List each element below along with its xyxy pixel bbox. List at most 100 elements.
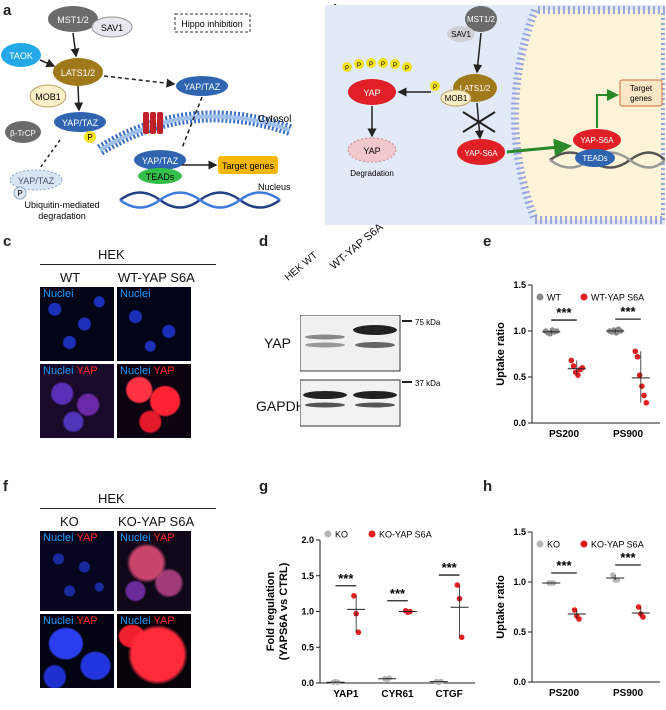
- blot-gapdh-label: GAPDH: [256, 398, 306, 414]
- data-point: [576, 616, 582, 622]
- phospho-label-b7: P: [433, 85, 437, 91]
- yaptaz-label-1: YAP/TAZ: [62, 118, 99, 128]
- significance-label: ***: [556, 558, 572, 573]
- panel-f-cell-label: HEK: [98, 491, 125, 506]
- data-point: [643, 399, 650, 406]
- yap-degraded-label: YAP: [363, 146, 380, 156]
- channel-protein: [143, 112, 163, 134]
- micro-c-wt-merged: Nuclei YAP: [40, 364, 114, 438]
- teads-node-a: [138, 168, 182, 184]
- data-point: [614, 577, 621, 583]
- significance-label: ***: [620, 550, 636, 565]
- panel-letter-f: f: [3, 478, 8, 495]
- micro-f-koyap-low: Nuclei YAP: [117, 531, 191, 611]
- label-yap: YAP: [153, 615, 175, 627]
- blot-band-gapdh-1: [303, 391, 347, 399]
- micro-c-wt-nuclei: Nuclei: [40, 287, 114, 361]
- micro-label-merged: Nuclei YAP: [43, 365, 98, 377]
- micro-label-merged: Nuclei YAP: [120, 365, 175, 377]
- blot-band-gapdh-4: [355, 402, 395, 408]
- yaptaz-label-2: YAP/TAZ: [184, 82, 221, 92]
- mst-node: [48, 6, 98, 32]
- data-point: [458, 634, 465, 641]
- cell-membrane: [96, 110, 292, 156]
- lats-label: LATS1/2: [61, 68, 95, 78]
- y-tick-label: 1.5: [301, 571, 314, 581]
- sav-node: [91, 16, 133, 38]
- data-point: [610, 572, 616, 578]
- cytosol-label: Cytosol: [258, 114, 291, 125]
- phospho-row-b: [342, 58, 412, 72]
- legend-marker: [536, 293, 544, 301]
- yaptaz-node-2: [176, 76, 228, 96]
- blot-yap-label: YAP: [264, 335, 291, 351]
- taok-node: [1, 43, 41, 67]
- panel-f-ko-label: KO: [60, 514, 79, 529]
- lats-label-b: LATS1/2: [460, 84, 491, 93]
- ubiquitin-label-2: degradation: [38, 211, 86, 221]
- legend-label: WT: [547, 293, 561, 303]
- panel-letter-c: c: [3, 233, 12, 250]
- mob-label: MOB1: [35, 92, 61, 102]
- data-point: [641, 392, 647, 399]
- y-axis-label: Fold regulation: [265, 572, 277, 652]
- significance-label: ***: [338, 571, 354, 586]
- btrcp-label: β-TrCP: [10, 129, 36, 138]
- label-nuclei: Nuclei: [43, 615, 74, 627]
- mob-node-b: [440, 89, 472, 107]
- phospho-circle-b7: [430, 81, 440, 91]
- panel-f-header-line: [40, 508, 216, 509]
- marker-75kda-label: 75 kDa: [415, 318, 441, 327]
- x-tick-label: PS200: [549, 688, 579, 699]
- panel-c-cell-label: HEK: [98, 247, 125, 262]
- data-point: [351, 592, 357, 599]
- data-point: [635, 604, 642, 610]
- target-genes-box-b: [619, 79, 663, 107]
- y-axis-label-2: (YAPS6A vs CTRL): [278, 562, 290, 660]
- y-tick-label: 1.0: [513, 326, 526, 336]
- significance-label: ***: [620, 304, 636, 319]
- target-label-b2: genes: [630, 94, 652, 103]
- phospho-label-b6: P: [405, 66, 409, 72]
- phospho-label-a1: P: [87, 133, 92, 142]
- legend-marker: [368, 530, 376, 538]
- nuclear-translocation-arrow: [506, 138, 572, 157]
- x-tick-label: PS900: [613, 429, 643, 440]
- hippo-inhibition-box: [174, 13, 251, 33]
- legend-label: KO-YAP S6A: [591, 540, 644, 550]
- label-nuclei: Nuclei: [120, 532, 151, 544]
- phospho-circle-a2: [13, 186, 27, 200]
- data-point: [634, 353, 641, 360]
- legend-label: KO-YAP S6A: [379, 530, 432, 540]
- data-point: [579, 365, 586, 371]
- micro-f-koyap-high: Nuclei YAP: [117, 614, 191, 688]
- panel-letter-e: e: [483, 233, 492, 250]
- mst-label: MST1/2: [57, 15, 89, 25]
- yap-s6a-label-nucleus: YAP-S6A: [580, 136, 614, 145]
- panel-c-wtyap-label: WT-YAP S6A: [118, 270, 195, 285]
- label-nuclei: Nuclei: [43, 365, 74, 377]
- y-tick-label: 0.5: [513, 627, 526, 637]
- y-tick-label: 0.0: [301, 678, 314, 688]
- y-tick-label: 1.0: [301, 607, 314, 617]
- sav-label: SAV1: [101, 23, 123, 33]
- panel-letter-a: a: [3, 2, 12, 19]
- target-genes-label-a: Target genes: [222, 161, 275, 171]
- phospho-label-b1: P: [345, 66, 349, 72]
- yaptaz-label-3: YAP/TAZ: [142, 156, 179, 166]
- phospho-label-b3: P: [369, 62, 373, 68]
- micro-label-merged: Nuclei YAP: [120, 615, 175, 627]
- target-genes-box-a: [218, 156, 278, 174]
- data-point: [568, 357, 575, 364]
- hippo-inhibition-label: Hippo inhibition: [181, 19, 243, 29]
- dna-helix: [119, 191, 281, 209]
- legend-label: KO: [335, 530, 348, 540]
- data-point: [571, 607, 578, 613]
- data-point: [639, 383, 645, 389]
- nucleus-label: Nucleus: [258, 182, 291, 192]
- y-tick-label: 1.5: [513, 280, 526, 290]
- x-tick-label: PS200: [549, 429, 579, 440]
- y-axis-label: Uptake ratio: [495, 322, 507, 386]
